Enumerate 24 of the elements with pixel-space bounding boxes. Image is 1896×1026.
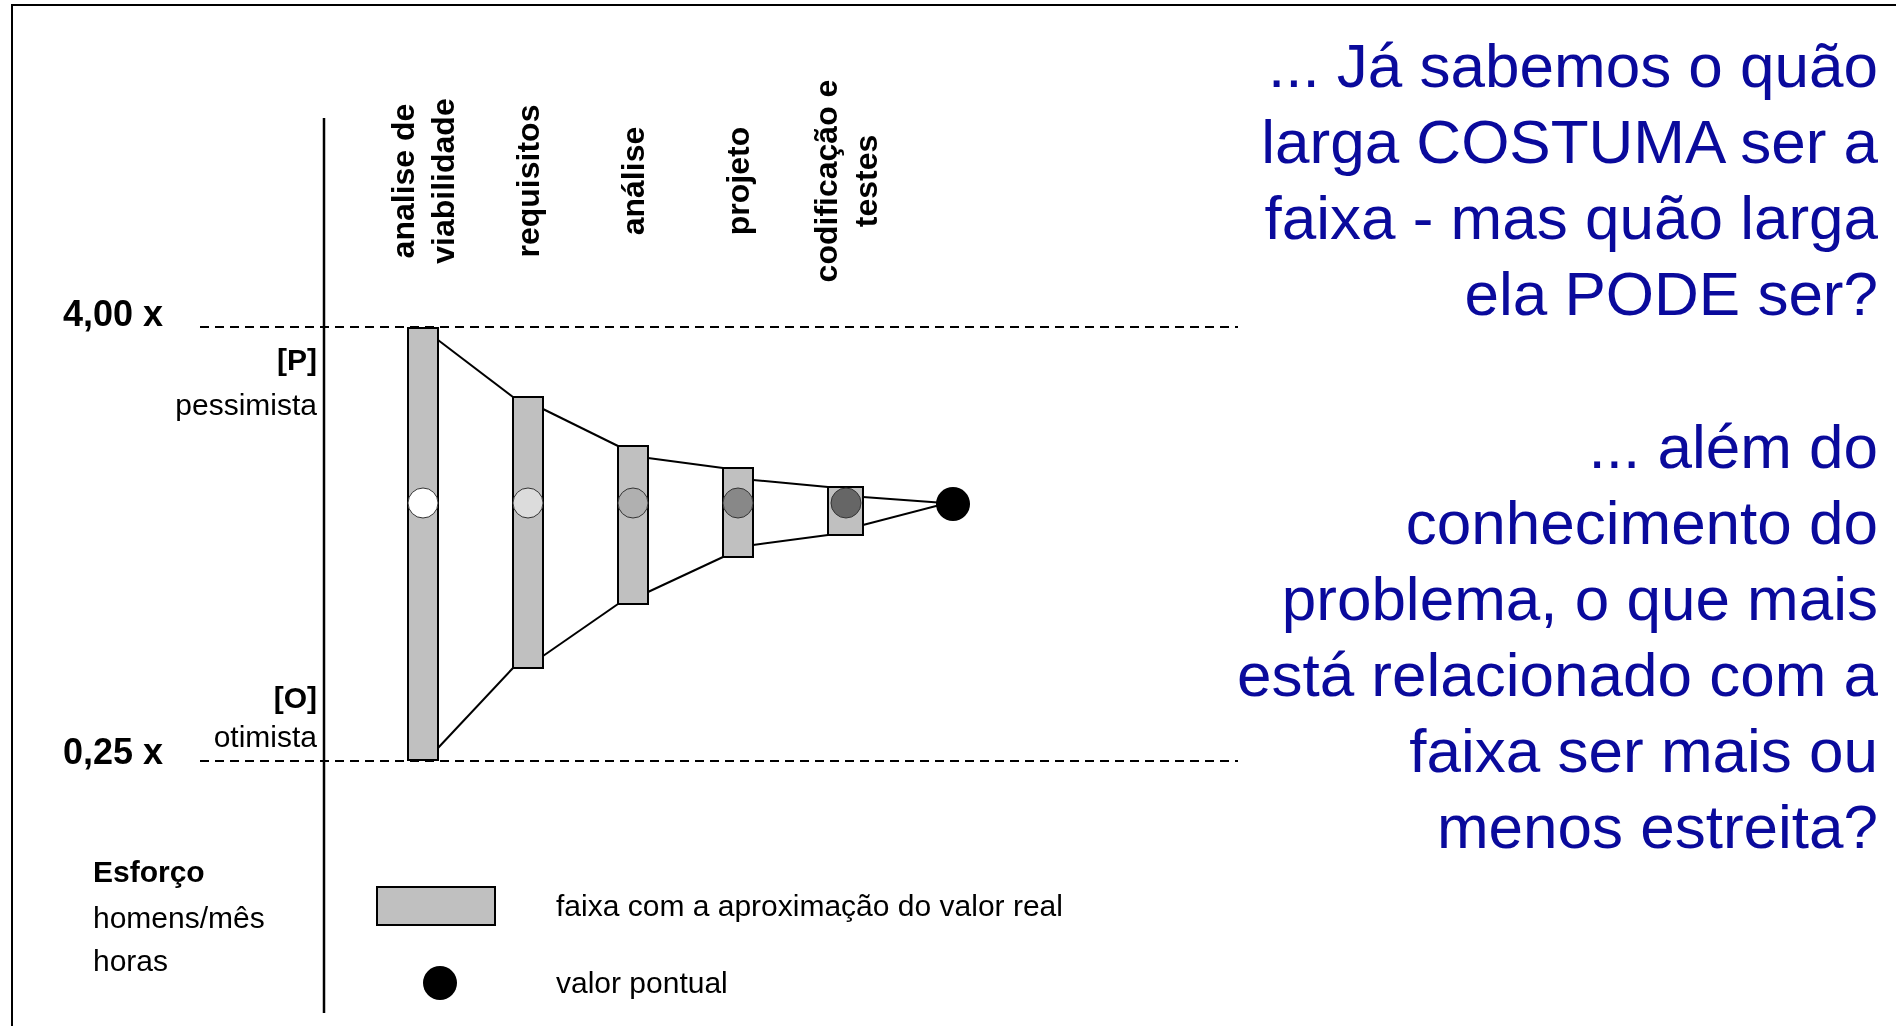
axis-title: Esforço: [93, 854, 205, 890]
range-bar: [512, 396, 544, 669]
scenario-code: [O]: [273, 680, 317, 716]
question-text: ... além do conhecimento do problema, o que mais está relacionado com a faixa ser mais ou menos estreita?: [1235, 411, 1878, 863]
range-bar: [617, 445, 649, 605]
scale-value: 0,25 x: [63, 731, 164, 773]
question-text: ... Já sabemos o quão larga COSTUMA ser a faixa - mas quão larga ela PODE ser?: [1260, 30, 1878, 330]
phase-label: codificação e testes: [806, 78, 884, 285]
scenario-label: otimista: [213, 719, 317, 755]
legend-label: faixa com a aproximação do valor real: [556, 888, 1063, 924]
legend-label: valor pontual: [556, 965, 728, 1001]
range-bar: [722, 467, 754, 558]
scenario-label: pessimista: [175, 387, 317, 423]
phase-label: requisitos: [509, 103, 547, 260]
phase-label: análise: [614, 125, 652, 238]
point-value-dot: [936, 487, 970, 521]
phase-label: projeto: [719, 125, 757, 238]
unit-label: horas: [93, 943, 169, 979]
phase-label: analise de viabilidade: [384, 97, 462, 266]
range-bar: [407, 327, 439, 761]
scale-value: 4,00 x: [63, 293, 164, 335]
range-bar: [827, 486, 864, 536]
scenario-code: [P]: [277, 342, 317, 378]
unit-label: homens/mês: [93, 900, 265, 936]
